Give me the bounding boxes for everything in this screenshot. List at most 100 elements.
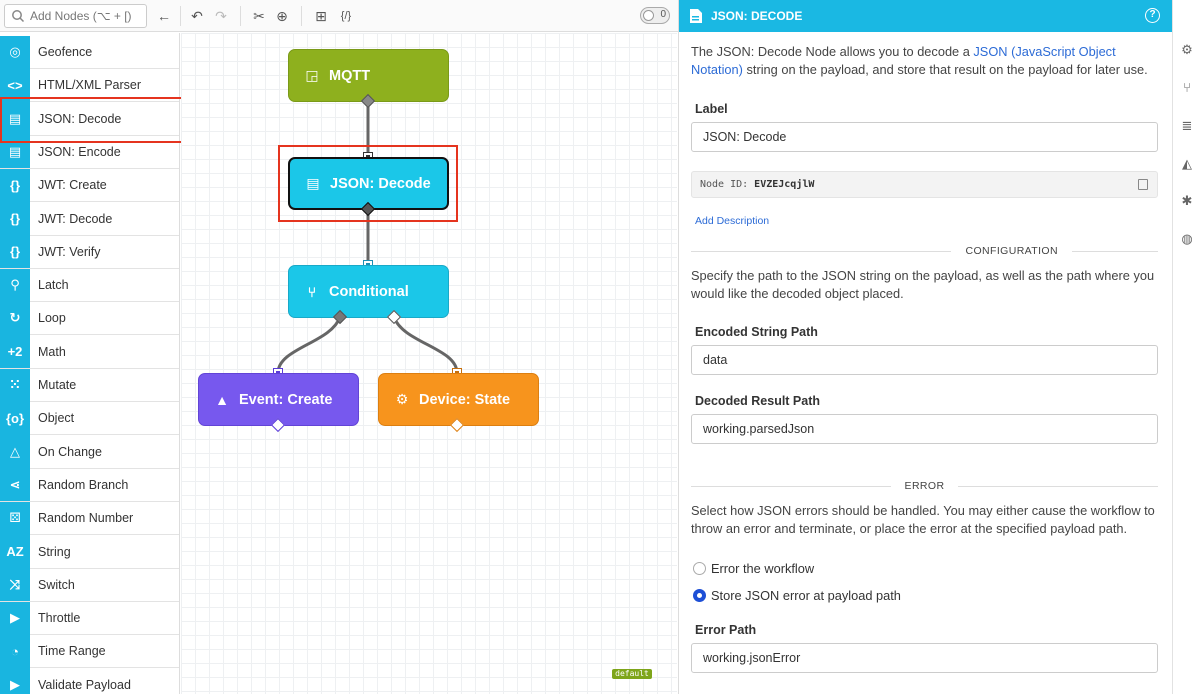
back-icon[interactable]: ← bbox=[157, 8, 171, 24]
copy-icon[interactable] bbox=[1138, 179, 1148, 190]
radio-store-error[interactable]: Store JSON error at payload path bbox=[693, 588, 901, 603]
version-badge: default bbox=[612, 669, 652, 679]
validate-icon: ▶ bbox=[0, 668, 30, 694]
selected-node-highlight bbox=[278, 145, 458, 222]
sidebar-item-mutate[interactable]: ⁙Mutate bbox=[0, 368, 179, 402]
toggle-knob bbox=[643, 10, 654, 21]
sidebar-item-label: Latch bbox=[38, 278, 69, 293]
sidebar-item-label: HTML/XML Parser bbox=[38, 78, 142, 93]
toolbar-divider bbox=[180, 6, 181, 26]
sidebar-item-label: JSON: Decode bbox=[38, 111, 122, 126]
add-nodes-search[interactable]: Add Nodes (⌥ + [) bbox=[4, 4, 147, 28]
node-id-box: Node ID: EVZEJcqjlW bbox=[691, 171, 1158, 198]
sidebar-item-object[interactable]: {o}Object bbox=[0, 401, 179, 436]
connection-conditional-event bbox=[276, 316, 342, 374]
node-label: MQTT bbox=[329, 67, 371, 84]
help-icon[interactable]: ? bbox=[1145, 8, 1160, 23]
sidebar-item-label: JWT: Decode bbox=[38, 211, 113, 226]
sidebar-item-random-number[interactable]: ⚄Random Number bbox=[0, 501, 179, 536]
node-label: Event: Create bbox=[239, 391, 333, 408]
sidebar-item-on-change[interactable]: △On Change bbox=[0, 435, 179, 469]
cut-icon[interactable]: ✂ bbox=[253, 7, 265, 24]
live-toggle[interactable]: 0 bbox=[640, 7, 670, 24]
sidebar-item-geofence[interactable]: ◎Geofence bbox=[0, 35, 179, 69]
panel-title: JSON: DECODE bbox=[711, 9, 803, 23]
node-conditional[interactable]: ⑂ Conditional bbox=[288, 265, 449, 318]
radio-button[interactable] bbox=[693, 562, 706, 575]
add-node-icon[interactable]: ⊞ bbox=[315, 7, 327, 24]
sidebar-item-jwt-decode[interactable]: {}JWT: Decode bbox=[0, 202, 179, 236]
radio-label: Error the workflow bbox=[711, 561, 815, 576]
on-change-icon: △ bbox=[0, 435, 30, 469]
node-editor-panel: JSON: DECODE ? The JSON: Decode Node all… bbox=[678, 0, 1172, 694]
sidebar-item-html-xml-parser[interactable]: <>HTML/XML Parser bbox=[0, 68, 179, 103]
latch-icon: ⚲ bbox=[0, 268, 30, 302]
error-path-input[interactable]: working.jsonError bbox=[691, 643, 1158, 673]
workflow-canvas[interactable]: ◲ MQTT ▤ JSON: Decode ⑂ Conditional ▲ Ev… bbox=[181, 33, 677, 694]
sidebar-item-label: Switch bbox=[38, 577, 75, 592]
json-doc-icon bbox=[690, 9, 702, 23]
radio-error-workflow[interactable]: Error the workflow bbox=[693, 561, 814, 576]
globe-icon[interactable]: ◍ bbox=[1181, 231, 1193, 246]
database-icon[interactable]: ≣ bbox=[1181, 118, 1193, 133]
decoded-label: Decoded Result Path bbox=[695, 394, 821, 408]
branch-icon[interactable]: ⑂ bbox=[1183, 80, 1191, 95]
toggle-count: 0 bbox=[660, 9, 666, 20]
intro-text: The JSON: Decode Node allows you to deco… bbox=[691, 43, 1161, 79]
decoded-path-input[interactable]: working.parsedJson bbox=[691, 414, 1158, 444]
settings-icon[interactable]: ⚙ bbox=[1181, 42, 1193, 57]
loop-icon: ↻ bbox=[0, 301, 30, 335]
radio-button-selected[interactable] bbox=[693, 589, 706, 602]
node-palette: ◎Geofence<>HTML/XML Parser▤JSON: Decode▤… bbox=[0, 33, 180, 694]
json-doc-icon: ▤ bbox=[306, 175, 320, 191]
sidebar-item-throttle[interactable]: ▶ Throttle bbox=[0, 601, 179, 636]
intro-text-part: The JSON: Decode Node allows you to deco… bbox=[691, 44, 974, 59]
sidebar-item-jwt-verify[interactable]: {}JWT: Verify bbox=[0, 235, 179, 269]
json-doc-link[interactable]: JSON (JavaScript Object Notation) bbox=[691, 44, 1116, 77]
share-icon: ⋖ bbox=[0, 468, 30, 502]
node-id-value: EVZEJcqjlW bbox=[754, 179, 815, 190]
encoded-path-input[interactable]: data bbox=[691, 345, 1158, 375]
undo-icon[interactable]: ↶ bbox=[191, 7, 203, 24]
sidebar-item-json-encode[interactable]: ▤JSON: Encode bbox=[0, 135, 179, 169]
selected-palette-highlight bbox=[0, 97, 189, 143]
error-heading: ERROR bbox=[904, 480, 945, 492]
sidebar-item-random-branch[interactable]: ⋖Random Branch bbox=[0, 468, 179, 502]
configuration-text: Specify the path to the JSON string on t… bbox=[691, 268, 1155, 301]
sidebar-item-loop[interactable]: ↻Loop bbox=[0, 301, 179, 336]
chart-icon[interactable]: ◭ bbox=[1182, 156, 1192, 171]
sidebar-item-string[interactable]: AZ String bbox=[0, 535, 179, 569]
right-rail: ⚙ ⑂ ≣ ◭ ✱ ◍ bbox=[1172, 0, 1200, 694]
dice-icon: ⚄ bbox=[0, 501, 30, 535]
error-divider: ERROR bbox=[691, 479, 1159, 493]
zoom-icon[interactable]: ⊕ bbox=[276, 7, 288, 24]
configuration-divider: CONFIGURATION bbox=[691, 244, 1158, 258]
sidebar-item-latch[interactable]: ⚲ Latch bbox=[0, 268, 179, 303]
configuration-heading: CONFIGURATION bbox=[965, 245, 1058, 257]
label-input[interactable]: JSON: Decode bbox=[691, 122, 1158, 152]
bug-icon[interactable]: ✱ bbox=[1181, 193, 1193, 208]
toolbar-divider bbox=[301, 6, 302, 26]
sidebar-item-label: String bbox=[38, 544, 71, 559]
node-event-create[interactable]: ▲ Event: Create bbox=[198, 373, 359, 426]
error-text: Select how JSON errors should be handled… bbox=[691, 503, 1155, 536]
add-description-link[interactable]: Add Description bbox=[695, 215, 770, 227]
node-label: Conditional bbox=[329, 283, 409, 300]
sidebar-item-validate-payload[interactable]: ▶Validate Payload bbox=[0, 668, 179, 694]
redo-icon[interactable]: ↷ bbox=[215, 7, 227, 24]
node-json-decode[interactable]: ▤ JSON: Decode bbox=[288, 157, 449, 210]
sidebar-item-label: Throttle bbox=[38, 611, 81, 626]
sidebar-item-time-range[interactable]: ◔Time Range bbox=[0, 634, 179, 669]
throttle-icon: ▶ bbox=[0, 601, 30, 635]
sidebar-item-jwt-create[interactable]: {}JWT: Create bbox=[0, 168, 179, 203]
string-icon: AZ bbox=[0, 535, 30, 568]
sidebar-item-json-decode[interactable]: ▤JSON: Decode bbox=[0, 102, 179, 136]
node-device-state[interactable]: ⚙ Device: State bbox=[378, 373, 539, 426]
sidebar-item-label: Geofence bbox=[38, 45, 93, 59]
panel-header: JSON: DECODE ? bbox=[679, 0, 1172, 32]
sidebar-item-switch[interactable]: ⤨Switch bbox=[0, 568, 179, 602]
variables-icon[interactable]: {/} bbox=[340, 10, 352, 22]
mutate-icon: ⁙ bbox=[0, 368, 30, 402]
connections bbox=[276, 101, 459, 374]
